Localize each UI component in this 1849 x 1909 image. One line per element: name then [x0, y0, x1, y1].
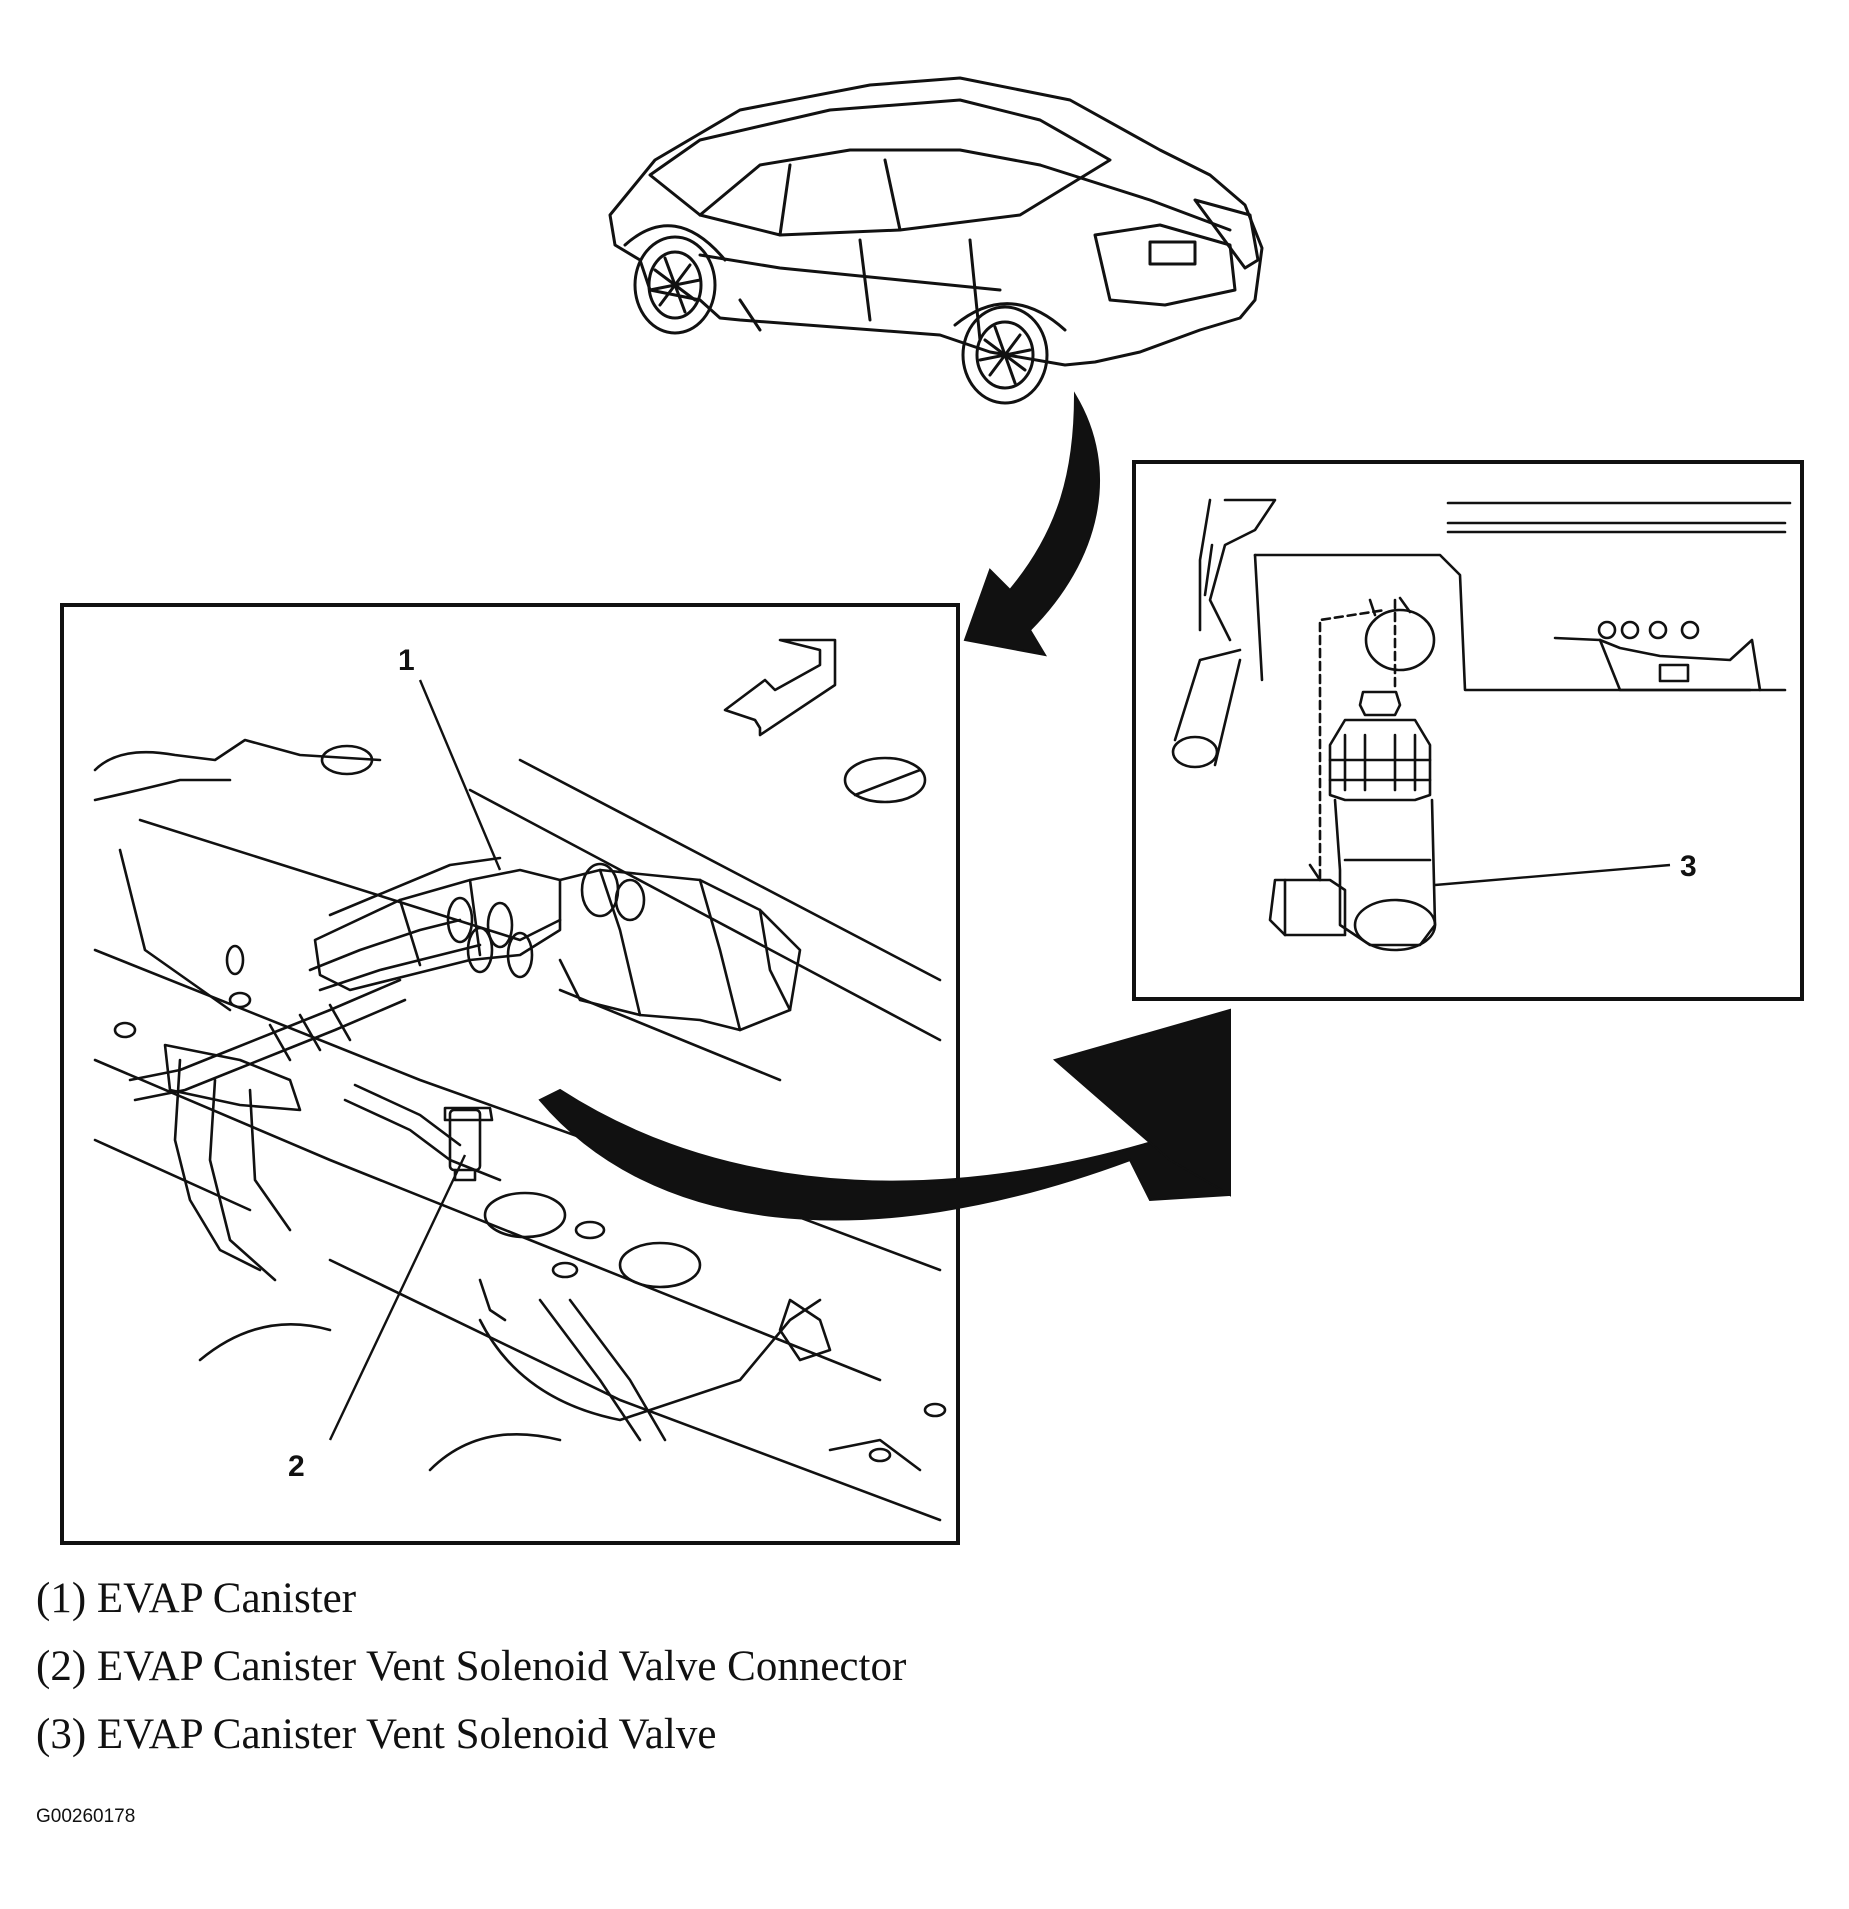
component-legend: (1) EVAP Canister (2) EVAP Canister Vent…	[36, 1565, 906, 1769]
callout-2-label: 2	[288, 1450, 305, 1483]
arrow-car-to-main-view	[963, 391, 1101, 657]
inset-detail-view: 3	[1132, 460, 1804, 1001]
leader-lines-inset	[1434, 863, 1671, 887]
callout-1-label: 1	[398, 644, 415, 677]
legend-item-evap-canister: (1) EVAP Canister	[36, 1575, 357, 1622]
legend-item-vent-solenoid-connector: (2) EVAP Canister Vent Solenoid Valve Co…	[36, 1643, 907, 1690]
vehicle-overview	[608, 76, 1264, 405]
arrow-main-to-inset	[538, 1008, 1232, 1221]
callout-3-label: 3	[1680, 850, 1697, 883]
leader-lines-main	[328, 679, 502, 1441]
figure-id: G00260178	[36, 1806, 136, 1827]
legend-item-vent-solenoid-valve: (3) EVAP Canister Vent Solenoid Valve	[36, 1711, 717, 1758]
main-detail-view: 1 2	[60, 603, 960, 1545]
